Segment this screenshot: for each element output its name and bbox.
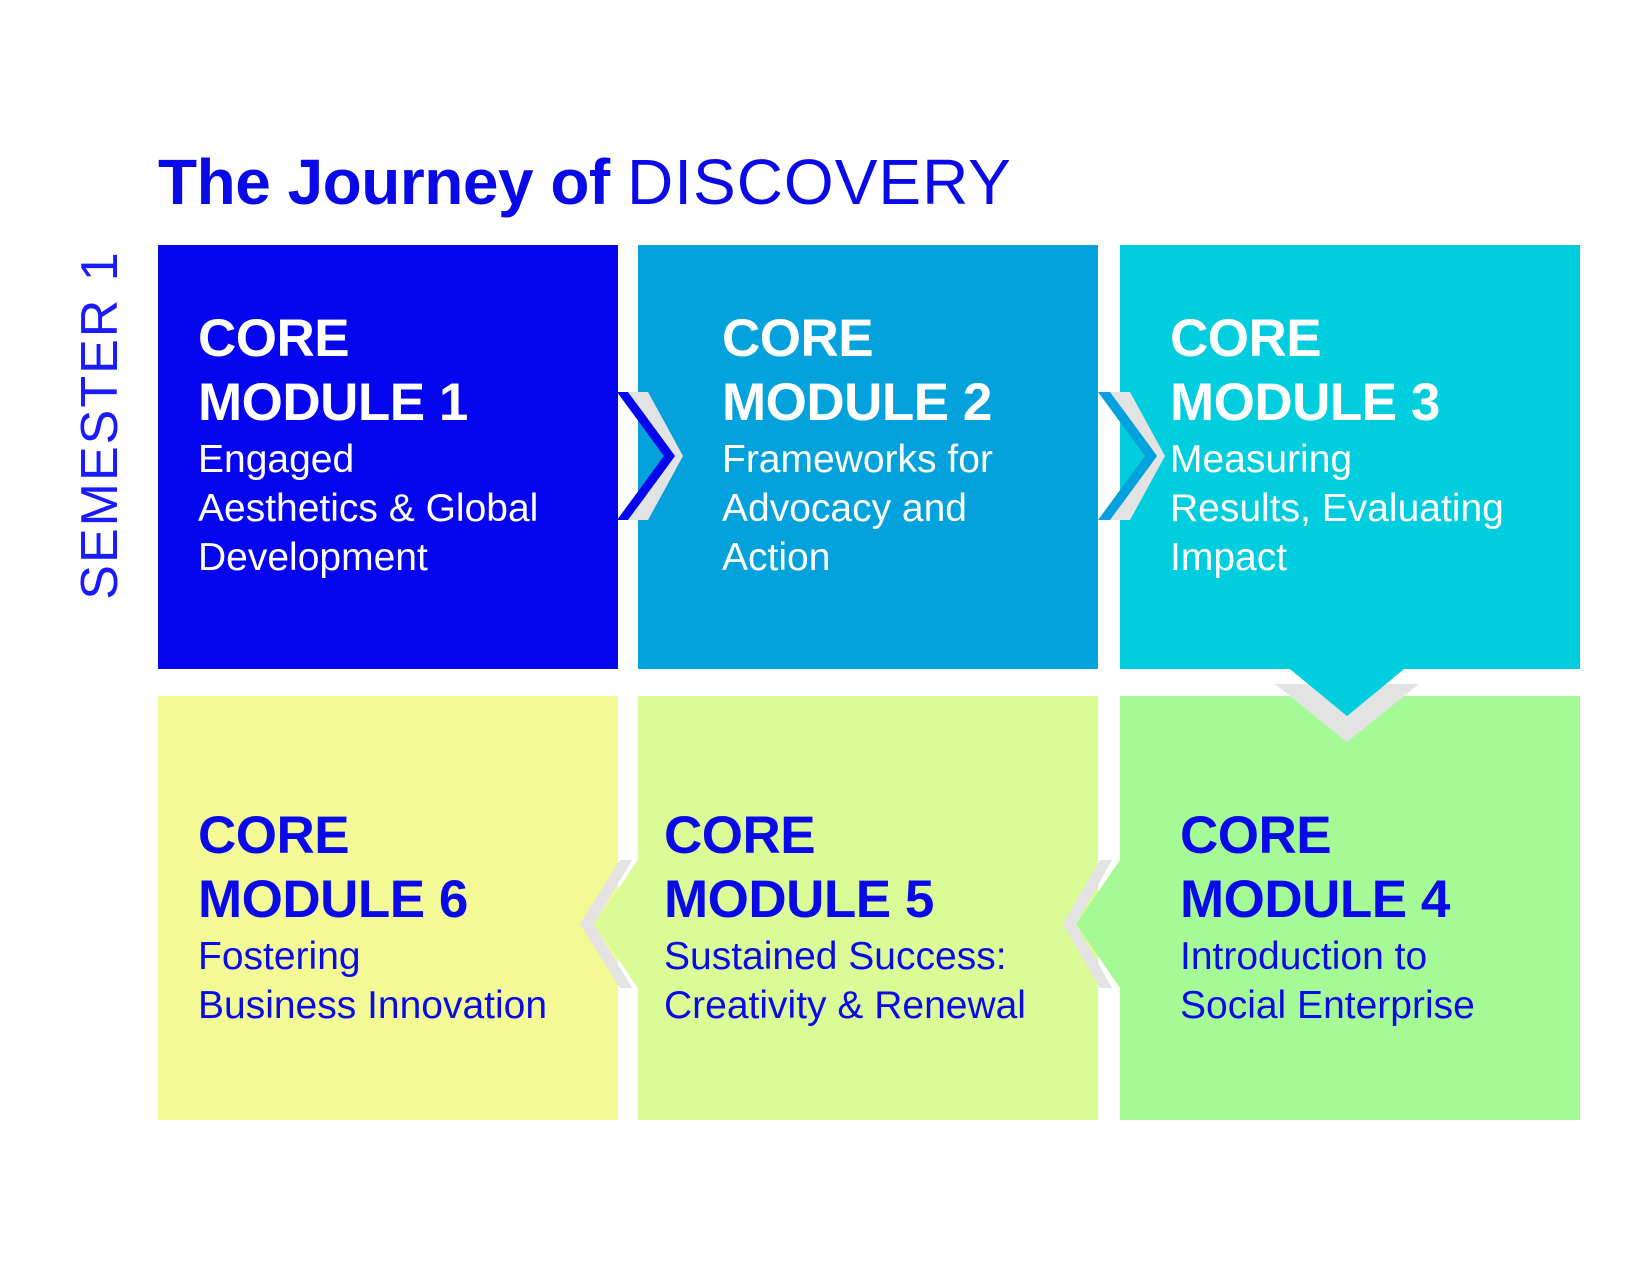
module-2-number: MODULE 2 xyxy=(722,373,992,432)
module-1-core: CORE xyxy=(198,309,350,368)
title-bold: The Journey of xyxy=(158,146,610,218)
module-4-desc-2: Social Enterprise xyxy=(1180,984,1475,1027)
module-3-number: MODULE 3 xyxy=(1170,373,1440,432)
arrow-down-3-to-4 xyxy=(1275,669,1419,742)
module-2-desc-1: Frameworks for xyxy=(722,438,993,481)
module-6-core: CORE xyxy=(198,806,350,865)
module-6-number: MODULE 6 xyxy=(198,870,468,929)
module-5-desc-2: Creativity & Renewal xyxy=(664,984,1026,1027)
module-5-core: CORE xyxy=(664,806,816,865)
module-4-core: CORE xyxy=(1180,806,1332,865)
module-3-desc-3: Impact xyxy=(1170,536,1288,579)
module-box-3: CORE MODULE 3 Measuring Results, Evaluat… xyxy=(1120,245,1580,669)
module-box-6: CORE MODULE 6 Fostering Business Innovat… xyxy=(158,696,618,1120)
module-2-core: CORE xyxy=(722,309,874,368)
module-2-desc-2: Advocacy and xyxy=(722,487,967,530)
arrow-left-5-to-6 xyxy=(580,860,638,988)
module-box-1: CORE MODULE 1 Engaged Aesthetics & Globa… xyxy=(158,245,618,669)
module-5-number: MODULE 5 xyxy=(664,870,934,929)
module-box-2: CORE MODULE 2 Frameworks for Advocacy an… xyxy=(638,245,1098,669)
module-box-5: CORE MODULE 5 Sustained Success: Creativ… xyxy=(638,696,1098,1120)
module-4-number: MODULE 4 xyxy=(1180,870,1450,929)
arrow-right-2-to-3 xyxy=(1098,392,1165,520)
diagram-title: The Journey of DISCOVERY xyxy=(158,150,1012,214)
arrow-left-4-to-5 xyxy=(1063,860,1120,988)
module-3-core: CORE xyxy=(1170,309,1322,368)
module-6-desc-1: Fostering xyxy=(198,935,361,978)
module-2-desc-3: Action xyxy=(722,536,831,579)
module-box-4: CORE MODULE 4 Introduction to Social Ent… xyxy=(1120,696,1580,1120)
module-6-desc-2: Business Innovation xyxy=(198,984,548,1027)
title-light: DISCOVERY xyxy=(627,146,1012,218)
module-1-number: MODULE 1 xyxy=(198,373,468,432)
module-4-desc-1: Introduction to xyxy=(1180,935,1428,978)
module-1-desc-1: Engaged xyxy=(198,438,355,481)
module-3-desc-2: Results, Evaluating xyxy=(1170,487,1504,530)
module-1-desc-2: Aesthetics & Global xyxy=(198,487,539,530)
module-1-desc-3: Development xyxy=(198,536,428,579)
arrow-right-1-to-2 xyxy=(617,392,683,520)
module-5-desc-1: Sustained Success: xyxy=(664,935,1007,978)
module-3-desc-1: Measuring xyxy=(1170,438,1353,481)
